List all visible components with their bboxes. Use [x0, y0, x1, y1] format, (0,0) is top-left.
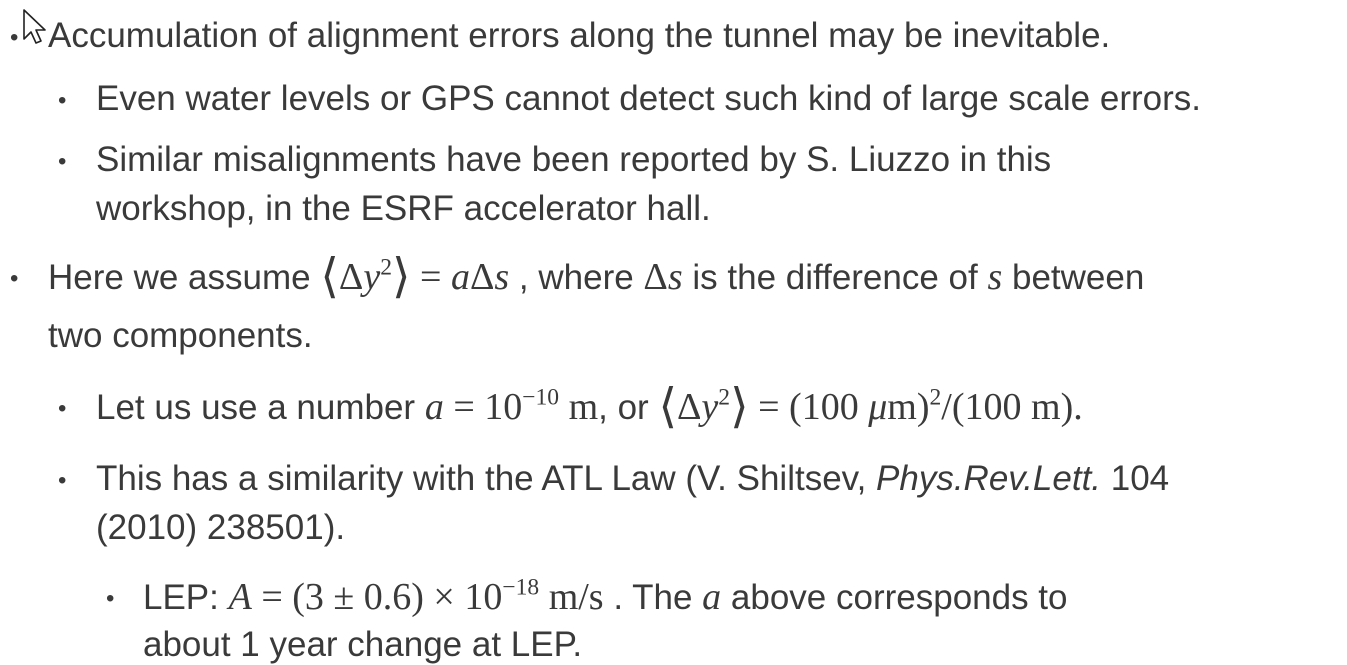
bullet-marker: •: [106, 585, 115, 612]
bullet-3-line-2: workshop, in the ESRF accelerator hall.: [96, 189, 711, 228]
symbol-a: a: [702, 576, 722, 618]
mouse-pointer-icon: [22, 8, 48, 51]
bullet-6-line-2: (2010) 238501).: [96, 508, 346, 547]
bullet-2-text: Even water levels or GPS cannot detect s…: [96, 78, 1201, 120]
formula-lep-atl: A = (3 ± 0.6) × 10−18 m/s: [228, 574, 604, 618]
bullet-marker: •: [58, 395, 67, 422]
bullet-3-line-1: Similar misalignments have been reported…: [96, 140, 1052, 179]
bullet-5-text: Let us use a number a = 10−10 m, or ⟨Δy2…: [96, 378, 1083, 434]
bullet-marker: •: [58, 148, 67, 175]
bullet-4-line-1: Here we assume ⟨Δy2⟩ = aΔs , where Δs is…: [48, 248, 1145, 304]
bullet-4-line-2: two components.: [48, 316, 313, 355]
bullet-6-line-1: This has a similarity with the ATL Law (…: [96, 459, 1170, 498]
bullet-2-line: Even water levels or GPS cannot detect s…: [96, 79, 1201, 118]
bullet-1-text: Accumulation of alignment errors along t…: [48, 15, 1110, 57]
bullet-1-line: Accumulation of alignment errors along t…: [48, 16, 1111, 55]
formula-mean-square-value: ⟨Δy2⟩ = (100 μm)2/(100 m).: [658, 378, 1083, 434]
bullet-7-line-1: LEP: A = (3 ± 0.6) × 10−18 m/s . The a a…: [143, 574, 1068, 618]
symbol-s: s: [987, 256, 1003, 298]
bullet-marker: •: [58, 467, 67, 494]
bullet-marker: •: [10, 24, 19, 51]
formula-a-value: a = 10−10 m: [424, 384, 599, 428]
bullet-marker: •: [10, 265, 19, 292]
formula-mean-square-dy: ⟨Δy2⟩ = aΔs: [320, 248, 510, 304]
bullet-7-line-2: about 1 year change at LEP.: [143, 625, 583, 664]
formula-delta-s: Δs: [643, 256, 683, 298]
journal-name: Phys.Rev.Lett.: [876, 459, 1102, 498]
bullet-marker: •: [58, 87, 67, 114]
